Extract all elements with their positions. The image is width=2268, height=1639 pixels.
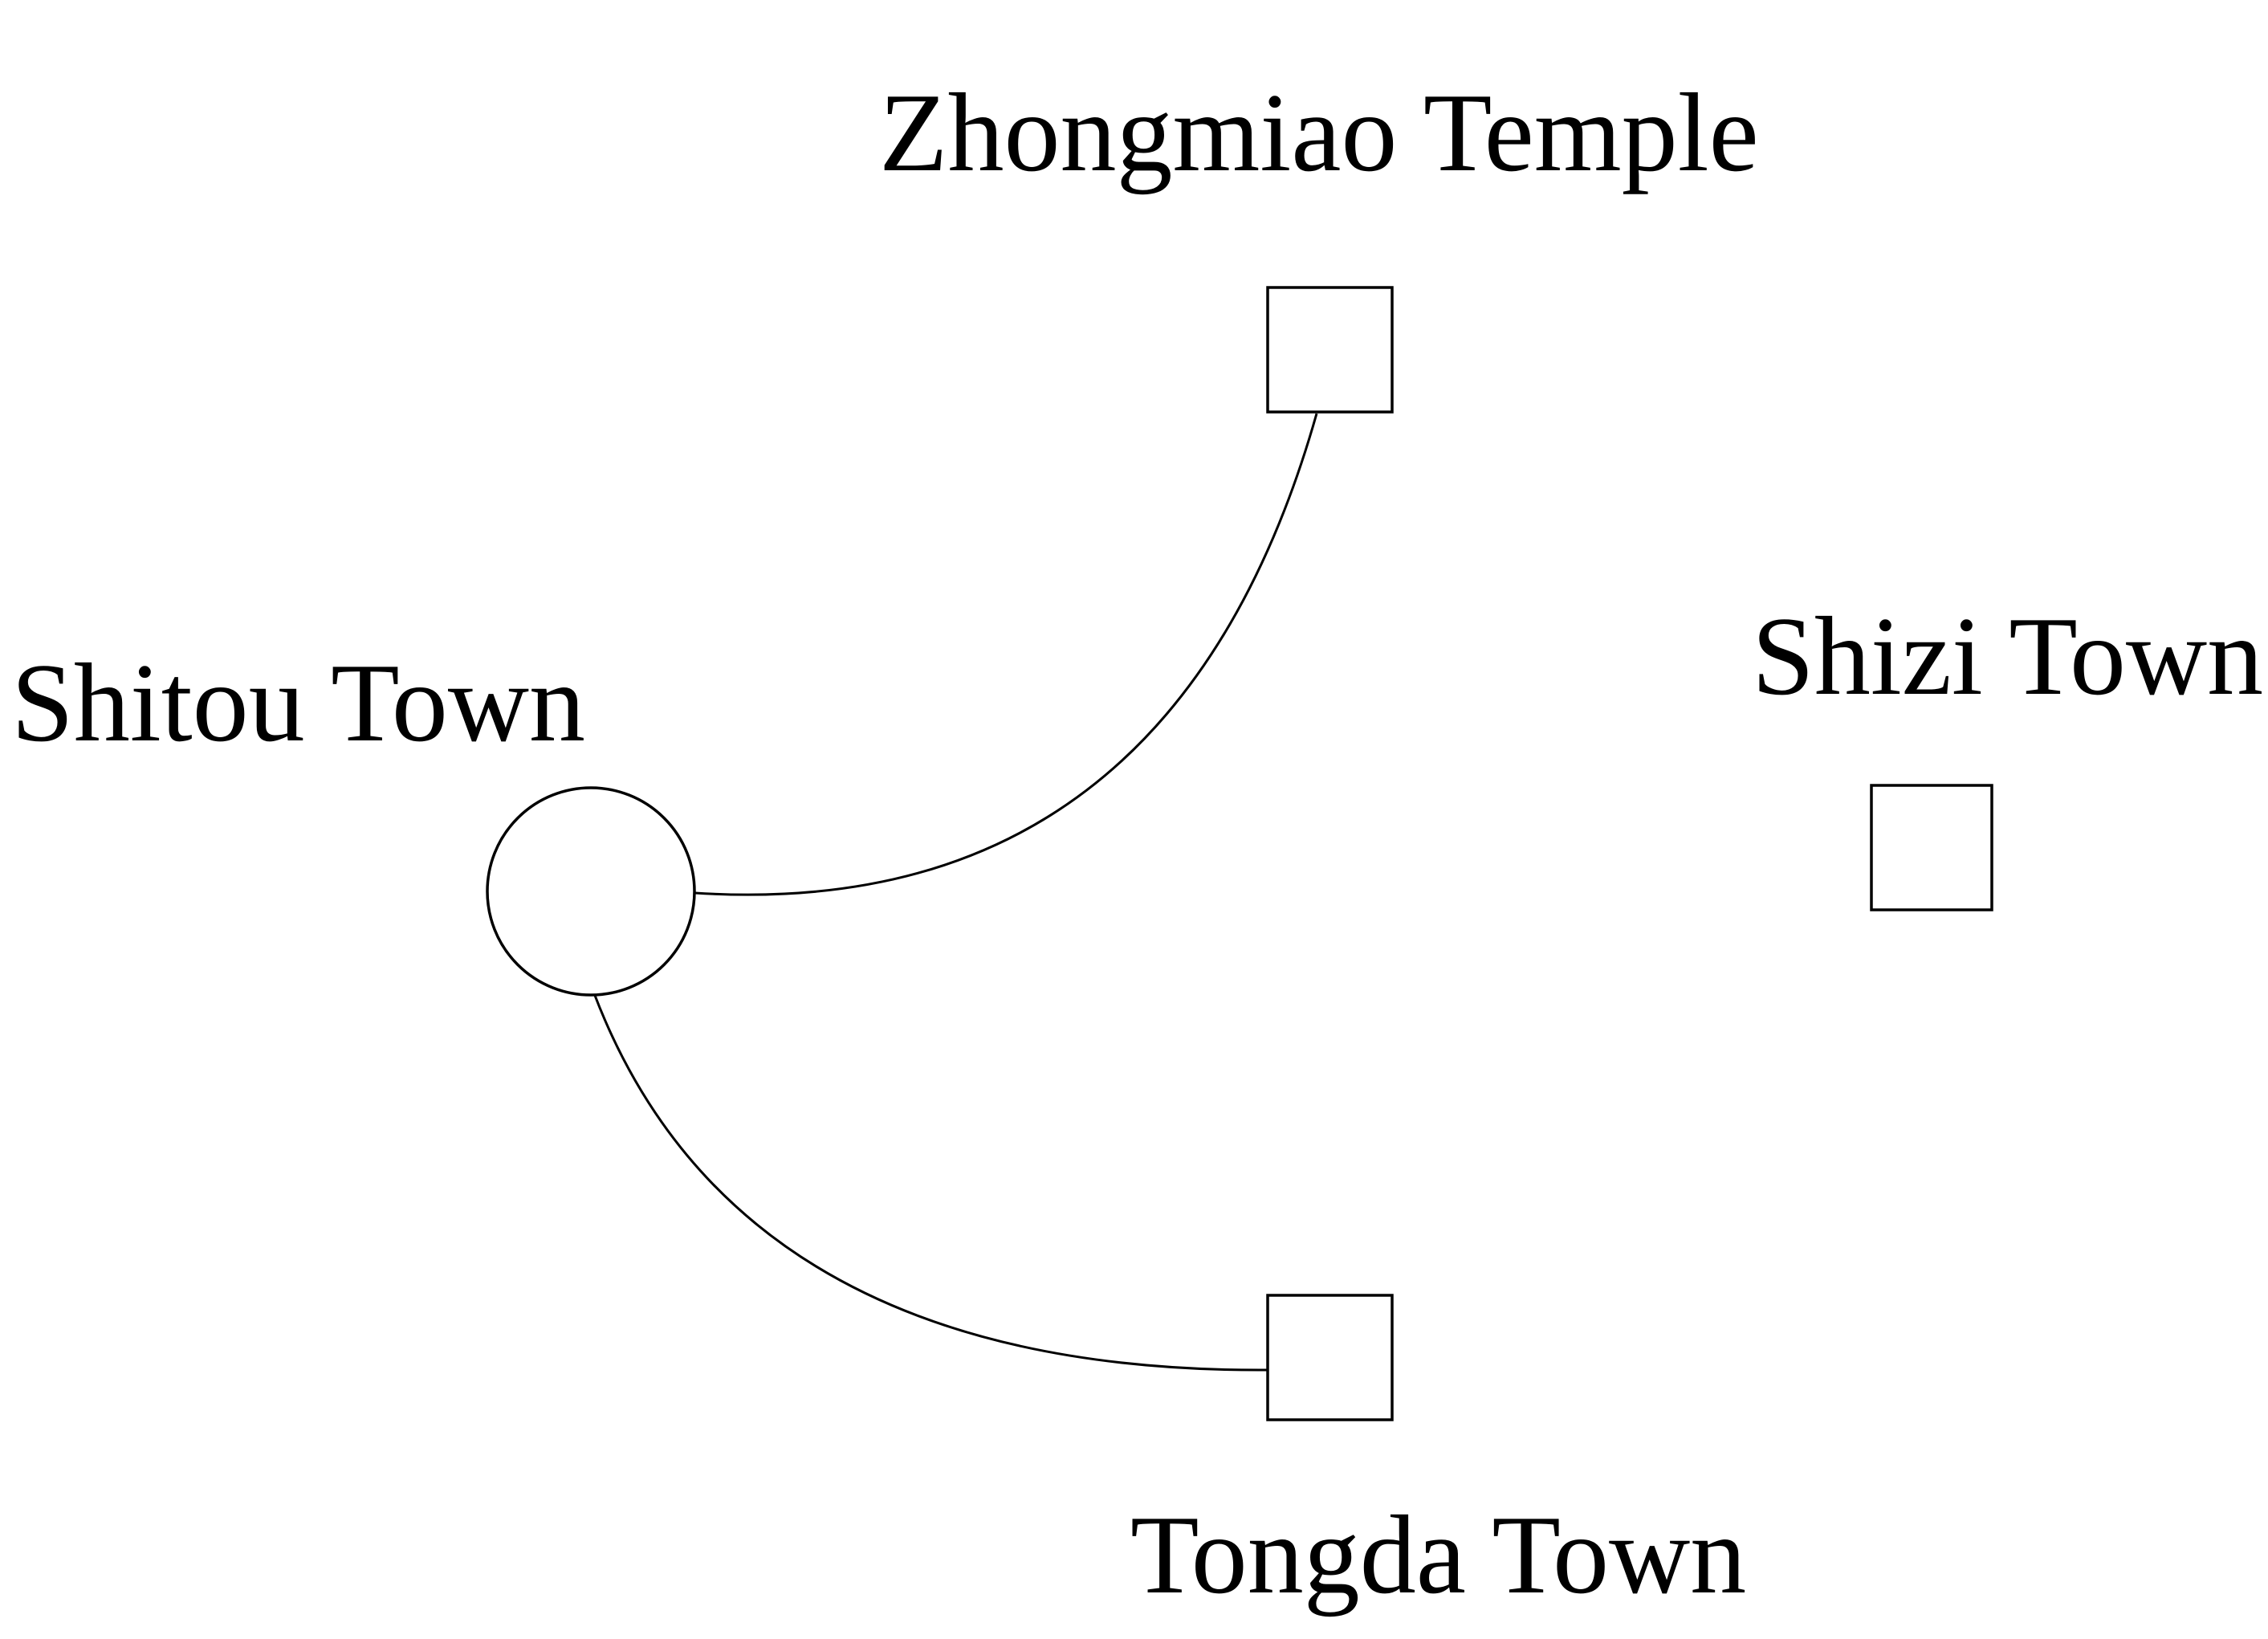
- edge-shitou-tongda: [592, 993, 1269, 1372]
- edge-shitou-zhongmiao: [694, 413, 1318, 896]
- shitou-town-node[interactable]: [486, 786, 696, 997]
- shizi-town-node[interactable]: [1870, 784, 1993, 911]
- shizi-town-label: Shizi Town: [1752, 594, 2263, 719]
- zhongmiao-temple-label: Zhongmiao Temple: [879, 71, 1759, 195]
- zhongmiao-temple-node[interactable]: [1266, 286, 1394, 414]
- tongda-town-node[interactable]: [1266, 1294, 1394, 1421]
- tongda-town-label: Tongda Town: [1130, 1493, 1746, 1617]
- shitou-town-label: Shitou Town: [11, 641, 585, 765]
